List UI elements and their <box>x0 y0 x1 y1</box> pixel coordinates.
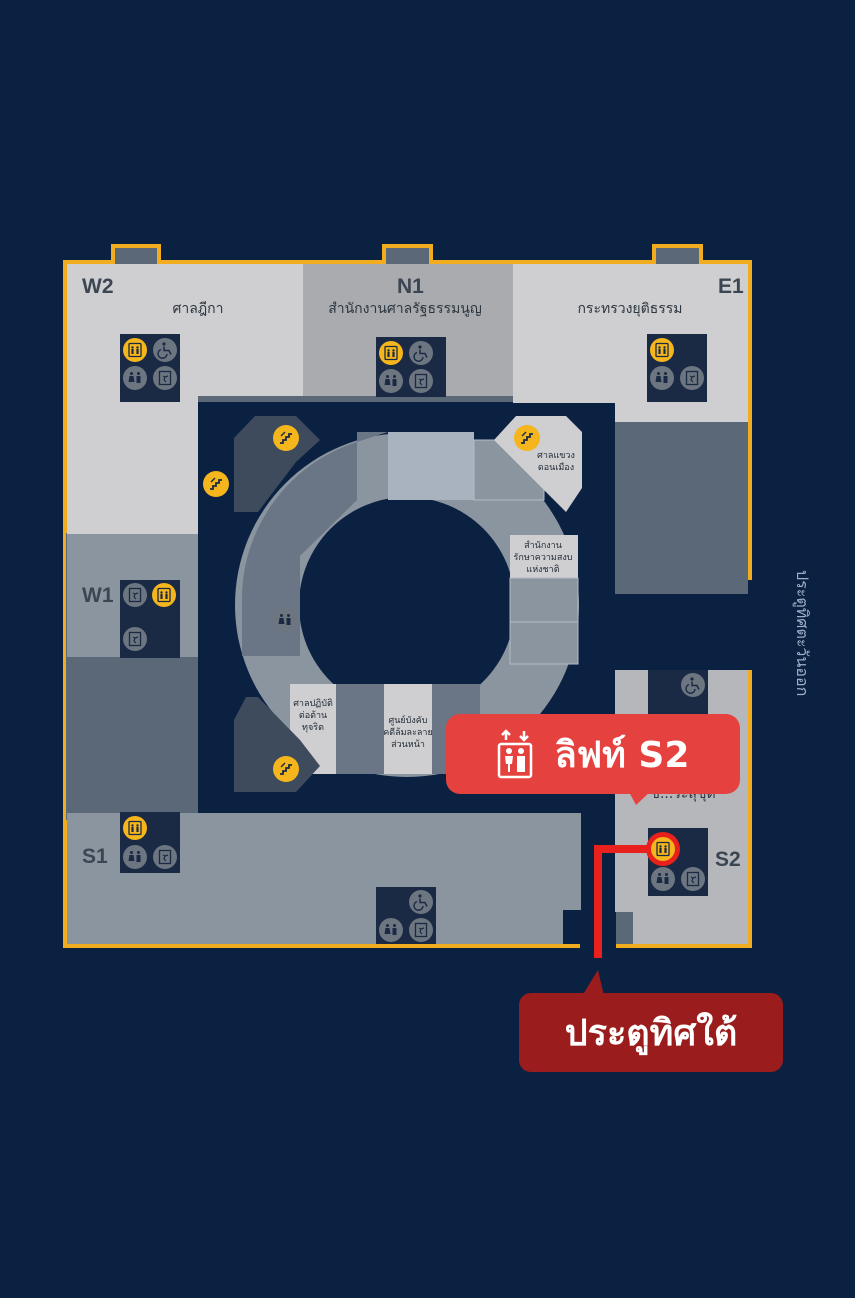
label-anti-corruption-1: ศาลปฏิบัติ <box>293 698 333 709</box>
label-enforcement-3: ส่วนหน้า <box>391 739 425 750</box>
label-nsc-2: รักษาความสงบ <box>514 553 573 563</box>
w2-west-block <box>67 396 198 534</box>
label-constitutional-court: สำนักงานศาลรัฐธรรมนูญ <box>328 301 482 317</box>
south-facilities <box>376 887 436 944</box>
south-entrance-label: ประตูทิศใต้ <box>519 993 783 1072</box>
label-nsc-1: สำนักงาน <box>524 540 562 551</box>
wing-label-w2: W2 <box>82 275 114 298</box>
callout-label: ลิฟท์ S2 <box>554 734 690 776</box>
stairs-icon <box>273 756 299 782</box>
w1-lower <box>67 657 198 813</box>
restroom-icon <box>123 845 147 869</box>
label-nsc-3: แห่งชาติ <box>526 564 559 575</box>
wing-label-e1: E1 <box>718 275 744 298</box>
restroom-icon <box>650 366 674 390</box>
elevator-icon <box>650 338 674 362</box>
fire-exit-icon <box>409 918 433 942</box>
w2-facilities <box>120 334 180 402</box>
fire-exit-icon <box>409 369 433 393</box>
east-gate-gap <box>580 580 755 670</box>
fire-exit-icon <box>153 366 177 390</box>
route-line <box>594 845 651 958</box>
s2-lower <box>633 912 748 944</box>
label-anti-corruption-3: ทุจริต <box>302 722 324 733</box>
e1-block <box>513 264 748 403</box>
label-district-court-2: ดอนเมือง <box>538 462 574 473</box>
restroom-icon <box>272 607 298 633</box>
fire-exit-icon <box>123 627 147 651</box>
wing-label-n1: N1 <box>397 275 424 298</box>
fire-exit-icon <box>681 867 705 891</box>
e1-facilities <box>647 334 707 402</box>
elevator-icon <box>123 338 147 362</box>
wing-label-w1: W1 <box>82 584 114 607</box>
label-supreme-court: ศาลฎีกา <box>172 301 223 317</box>
wheelchair-icon <box>153 338 177 362</box>
label-anti-corruption-2: ต่อต้าน <box>299 710 327 721</box>
wing-label-s2: S2 <box>715 848 741 871</box>
wheelchair-icon <box>409 341 433 365</box>
stairs-icon <box>514 425 540 451</box>
restroom-icon <box>379 369 403 393</box>
elevator-icon <box>379 341 403 365</box>
restroom-icon <box>379 918 403 942</box>
w1-facilities <box>120 580 180 658</box>
label-district-court-1: ศาลแขวง <box>537 451 575 461</box>
fire-exit-icon <box>680 366 704 390</box>
label-enforcement-1: ศูนย์บังคับ <box>389 714 428 726</box>
restroom-icon <box>651 867 675 891</box>
elevator-s2-callout: ลิฟท์ S2 <box>446 714 740 794</box>
label-ministry-of-justice: กระทรวงยุติธรรม <box>577 301 682 317</box>
label-enforcement-2: คดีล้มละลาย <box>383 727 433 738</box>
wheelchair-icon <box>681 673 705 697</box>
stairs-icon <box>273 425 299 451</box>
s1-facilities <box>120 812 180 873</box>
w2-block <box>67 264 303 396</box>
wing-label-s1: S1 <box>82 845 108 868</box>
escalator-icon <box>203 471 229 497</box>
elevator-icon <box>497 729 532 779</box>
fire-exit-icon <box>123 583 147 607</box>
restroom-icon <box>123 366 147 390</box>
s2-elevator-marker <box>646 832 680 866</box>
entrance-pointer <box>582 970 604 996</box>
s2-upper-facilities <box>648 670 708 720</box>
elevator-icon <box>123 816 147 840</box>
wheelchair-icon <box>409 890 433 914</box>
south-gap <box>563 910 581 944</box>
n1-facilities <box>376 337 446 397</box>
east-gate-label: ประตูทิศตะวันออก <box>792 570 812 696</box>
e1-lower-block <box>615 422 748 594</box>
fire-exit-icon <box>153 845 177 869</box>
e1-east-block <box>615 403 748 422</box>
elevator-icon <box>152 583 176 607</box>
entrance-label: ประตูทิศใต้ <box>564 1013 738 1054</box>
